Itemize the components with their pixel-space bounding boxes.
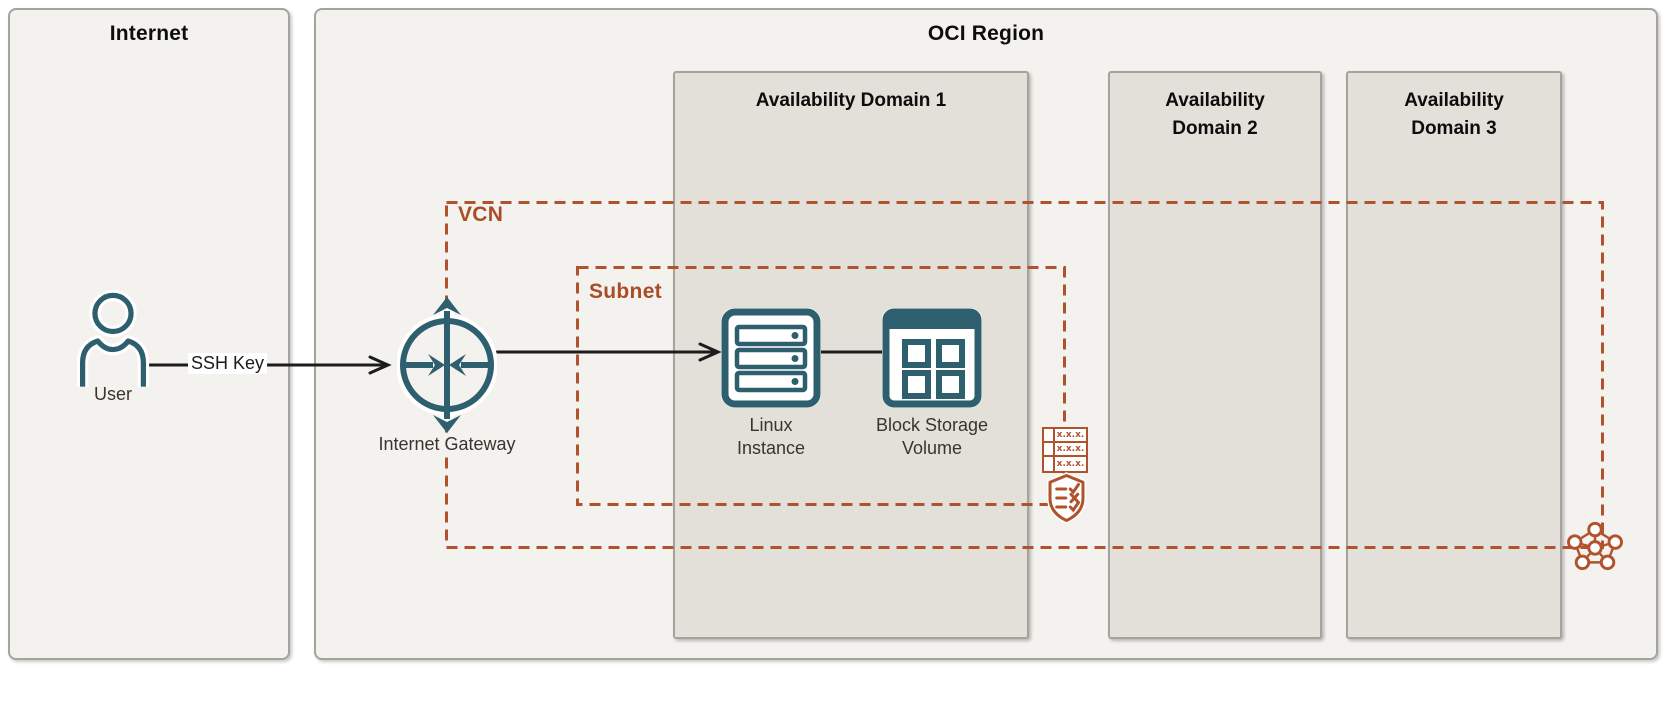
internet-zone: Internet [8, 8, 290, 660]
security-list-shield-icon [1047, 472, 1086, 524]
vcn-marker-badge [1566, 518, 1624, 572]
user-icon [76, 289, 150, 387]
block-storage-node [882, 308, 982, 408]
block-storage-label: Block Storage Volume [875, 415, 989, 459]
linux-instance-node [721, 308, 821, 408]
subnet-label: Subnet [589, 280, 662, 303]
availability-domain-3-title: Availability Domain 3 [1404, 90, 1504, 139]
vcn-label: VCN [458, 203, 504, 226]
availability-domain-2-title: Availability Domain 2 [1165, 90, 1265, 139]
internet-gateway-node [396, 295, 498, 435]
availability-domain-3-box: Availability Domain 3 [1346, 71, 1562, 639]
network-cluster-icon [1567, 521, 1623, 571]
ssh-key-label: SSH Key [188, 353, 268, 374]
route-table-entry: x.x.x. [1056, 430, 1085, 440]
internet-zone-title: Internet [109, 22, 189, 45]
user-label: User [93, 384, 132, 404]
block-storage-icon [882, 308, 982, 408]
route-table-entry: x.x.x. [1056, 459, 1085, 469]
route-table-row: x.x.x. [1044, 429, 1086, 443]
security-list-badge [1044, 472, 1089, 524]
linux-instance-label: Linux Instance [736, 415, 806, 459]
route-table-icon: x.x.x. x.x.x. x.x.x. [1042, 427, 1088, 473]
user-node [75, 288, 151, 394]
route-table-row: x.x.x. [1044, 457, 1086, 471]
server-icon [721, 308, 821, 408]
internet-gateway-label: Internet Gateway [372, 433, 522, 457]
availability-domain-1-title: Availability Domain 1 [755, 90, 947, 111]
availability-domain-2-box: Availability Domain 2 [1108, 71, 1322, 639]
route-table-row: x.x.x. [1044, 443, 1086, 457]
oci-region-title: OCI Region [927, 22, 1045, 45]
route-table-entry: x.x.x. [1056, 444, 1085, 454]
internet-gateway-icon [396, 297, 498, 433]
